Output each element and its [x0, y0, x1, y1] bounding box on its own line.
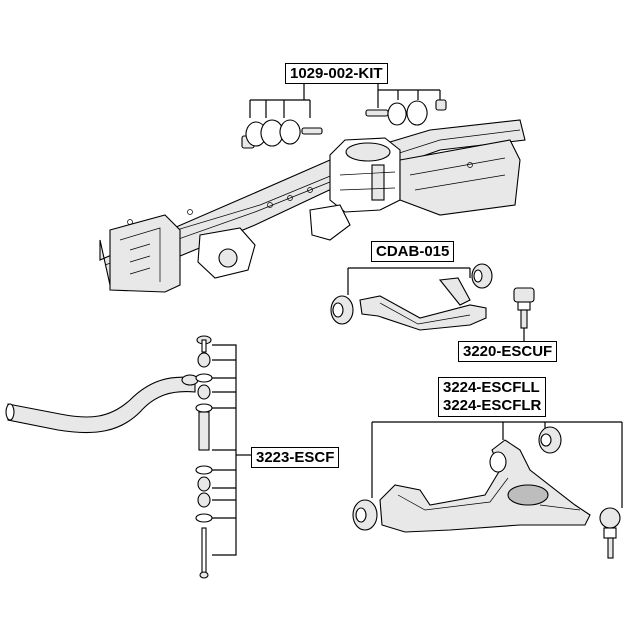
kit-parts	[241, 82, 447, 149]
label-kit: 1029-002-KIT	[285, 63, 388, 84]
lower-ball-joint	[599, 507, 621, 559]
vehicle-frame	[99, 119, 526, 293]
stabilizer-link-parts	[195, 335, 252, 579]
lower-control-arm	[352, 421, 623, 533]
label-lower-arm-left: 3224-ESCFLL	[443, 379, 540, 396]
label-upper-arm: CDAB-015	[371, 241, 455, 262]
label-stabilizer-link: 3223-ESCF	[251, 447, 340, 468]
upper-ball-joint	[513, 287, 535, 345]
stabilizer-bar	[5, 374, 199, 434]
label-lower-arm: 3224-ESCFLL 3224-ESCFLR	[438, 377, 547, 417]
upper-control-arm	[330, 263, 493, 331]
label-lower-arm-right: 3224-ESCFLR	[443, 397, 542, 414]
label-upper-ball-joint: 3220-ESCUF	[458, 341, 558, 362]
